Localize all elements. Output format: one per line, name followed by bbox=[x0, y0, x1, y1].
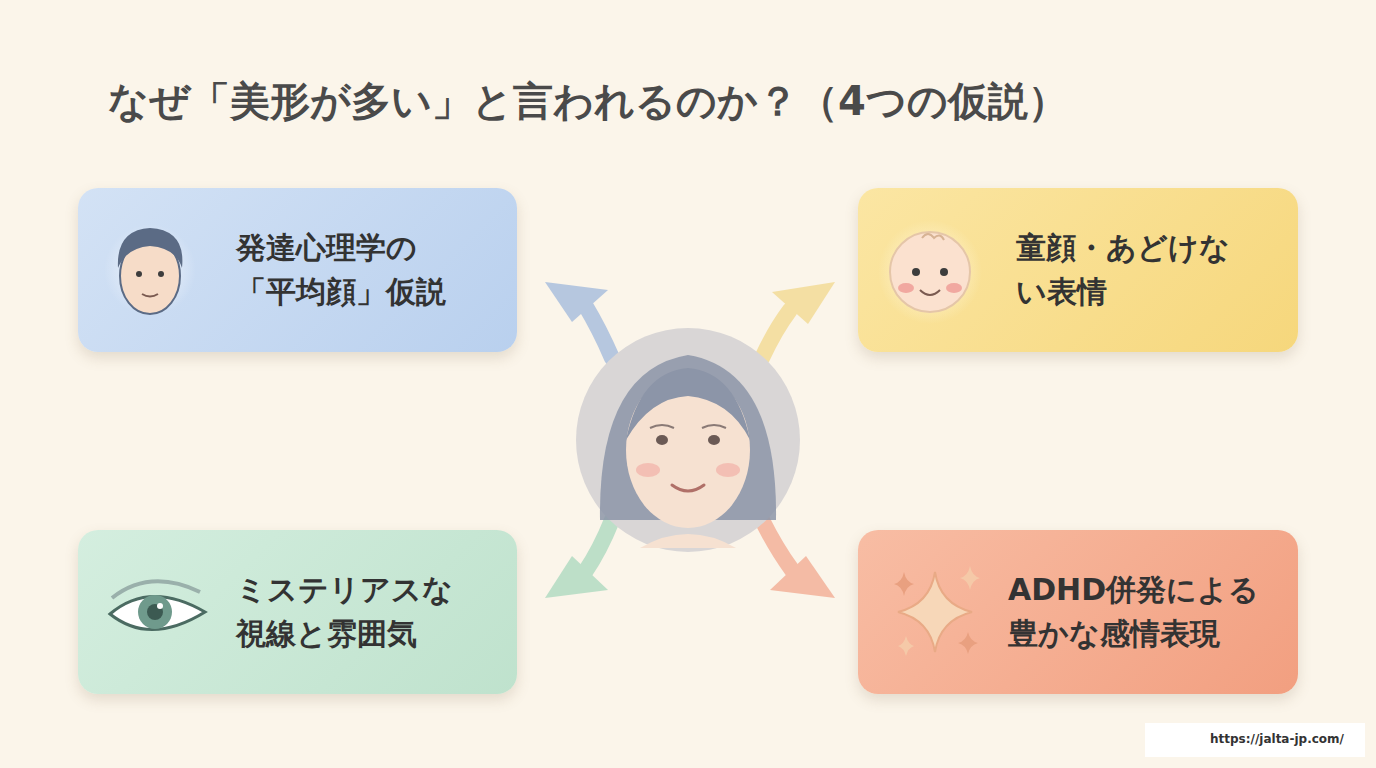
center-face bbox=[576, 328, 800, 552]
arrows bbox=[545, 282, 835, 598]
hypothesis-text: ミステリアスな 視線と雰囲気 bbox=[236, 568, 506, 656]
watermark-url: https://jalta-jp.com/ bbox=[1210, 732, 1344, 746]
baby-icon bbox=[878, 220, 982, 324]
hypothesis-text: 発達心理学の 「平均顔」仮説 bbox=[236, 226, 506, 314]
title: なぜ「美形が多い」と言われるのか？（4つの仮説） bbox=[108, 74, 1068, 129]
hypothesis-text: 童顔・あどけな い表情 bbox=[1016, 226, 1286, 314]
face-icon bbox=[104, 224, 196, 316]
watermark-avatar bbox=[1148, 725, 1178, 755]
sparkle-icon bbox=[894, 566, 980, 656]
hypothesis-text: ADHD併発による 豊かな感情表現 bbox=[1008, 568, 1293, 656]
